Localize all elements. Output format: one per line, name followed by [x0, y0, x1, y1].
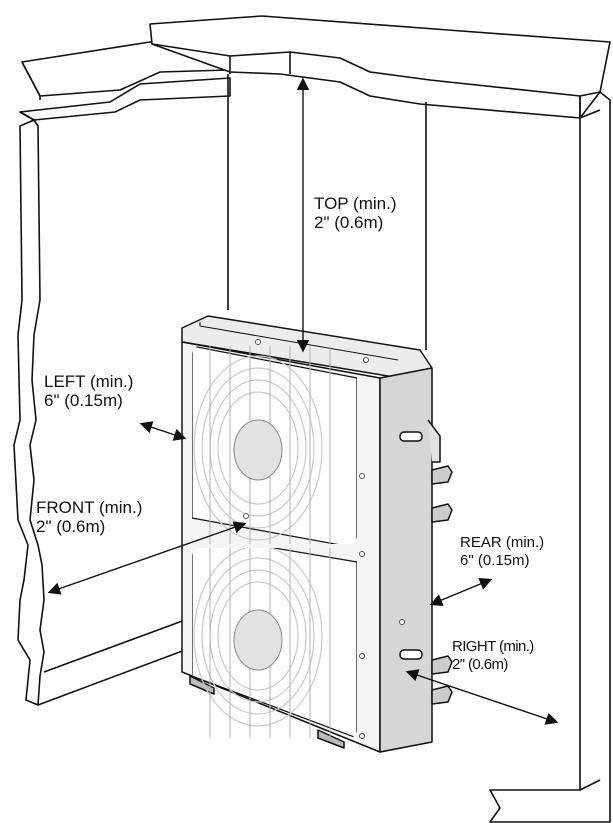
label-right-title: RIGHT (min.) — [452, 638, 534, 655]
unit-side-face — [379, 367, 433, 753]
label-rear: REAR (min.) 6" (0.15m) — [460, 534, 544, 570]
left-wall — [13, 41, 231, 706]
label-left-title: LEFT (min.) — [44, 372, 134, 391]
side-slot — [399, 649, 423, 660]
arrow-front — [47, 521, 247, 595]
arrow-rear — [429, 578, 493, 606]
label-front: FRONT (min.) 2" (0.6m) — [36, 498, 142, 536]
label-front-value: 2" (0.6m) — [36, 517, 106, 536]
label-top-value: 2" (0.6m) — [314, 213, 384, 232]
label-left: LEFT (min.) 6" (0.15m) — [44, 372, 133, 410]
right-wall — [489, 91, 611, 823]
fan-hub — [233, 609, 283, 671]
label-right-value: 2" (0.6m) — [452, 656, 508, 673]
fan-grille-top — [192, 346, 357, 544]
service-valves — [431, 465, 453, 705]
label-rear-title: REAR (min.) — [460, 534, 545, 551]
arrow-left — [139, 421, 187, 441]
arrow-right — [405, 669, 559, 725]
label-top: TOP (min.) 2" (0.6m) — [314, 194, 397, 232]
handle-bracket — [427, 419, 441, 463]
mounting-foot — [317, 729, 345, 749]
fan-hub — [233, 419, 283, 481]
clearance-arrows — [47, 77, 559, 725]
label-top-title: TOP (min.) — [314, 194, 397, 213]
label-front-title: FRONT (min.) — [36, 498, 143, 517]
ceiling-slab — [149, 15, 611, 119]
mounting-foot — [189, 675, 215, 695]
panel-screws — [243, 339, 405, 739]
back-wall-edges — [227, 74, 427, 350]
side-slot — [399, 431, 423, 442]
fan-grille-bottom — [192, 548, 357, 738]
label-left-value: 6" (0.15m) — [44, 391, 123, 410]
label-rear-value: 6" (0.15m) — [460, 552, 530, 569]
label-right: RIGHT (min.) 2" (0.6m) — [452, 638, 534, 674]
